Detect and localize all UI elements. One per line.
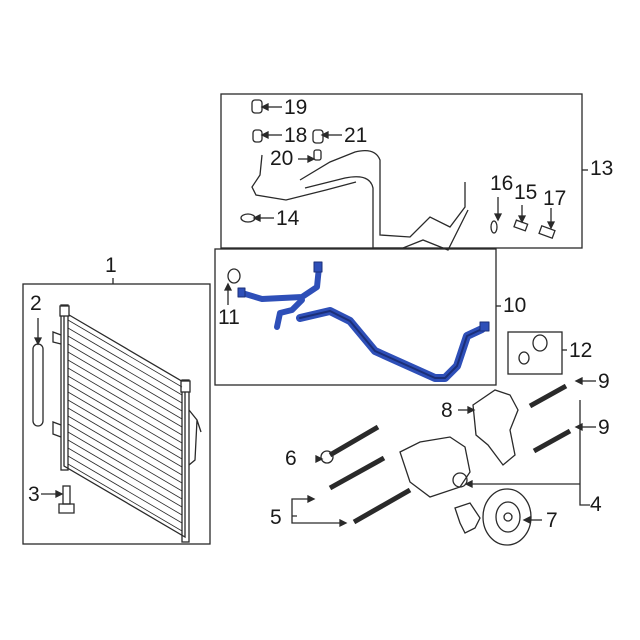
callout-2: 2 xyxy=(30,292,42,315)
o-ring-16 xyxy=(490,220,498,234)
callout-9-lower: 9 xyxy=(598,416,610,439)
bolt-9-upper xyxy=(528,383,568,409)
callout-9-upper: 9 xyxy=(598,370,610,393)
callout-13: 13 xyxy=(590,157,614,180)
callout-14: 14 xyxy=(276,207,300,230)
callout-12: 12 xyxy=(569,339,593,362)
cap-21 xyxy=(312,129,324,144)
callout-5: 5 xyxy=(270,506,282,529)
callout-4: 4 xyxy=(590,493,602,516)
cap-19 xyxy=(251,99,263,114)
o-ring-11 xyxy=(227,268,241,284)
switch-15 xyxy=(513,219,529,232)
ac-hose-assembly-10 xyxy=(237,261,490,382)
callout-11: 11 xyxy=(218,306,240,329)
callout-21: 21 xyxy=(344,124,368,147)
compressor-bracket-8 xyxy=(472,389,519,466)
group-box-12 xyxy=(507,331,563,375)
valve-core-20 xyxy=(313,149,322,161)
bolt-3 xyxy=(62,485,71,505)
bolt-5-upper xyxy=(328,455,386,491)
clutch-bracket xyxy=(454,502,481,534)
callout-6: 6 xyxy=(285,447,297,470)
condenser-core xyxy=(52,304,202,543)
group-box-1 xyxy=(22,283,211,545)
bolt-6 xyxy=(328,424,380,458)
clutch-pulley-7 xyxy=(482,488,532,546)
o-ring-12-large xyxy=(532,334,548,352)
group-box-10 xyxy=(214,248,497,386)
callout-18: 18 xyxy=(284,124,308,147)
callout-7: 7 xyxy=(546,509,558,532)
callout-1: 1 xyxy=(105,254,117,277)
o-ring-12-small xyxy=(518,351,530,365)
bolt-5-lower xyxy=(352,487,412,525)
callout-20: 20 xyxy=(270,147,294,170)
callout-3: 3 xyxy=(28,483,40,506)
bolt-9-lower xyxy=(532,428,572,454)
cap-18 xyxy=(252,129,263,143)
callout-15: 15 xyxy=(514,181,538,204)
receiver-drier xyxy=(32,343,44,427)
callout-8: 8 xyxy=(441,399,453,422)
callout-19: 19 xyxy=(284,96,308,119)
ac-compressor xyxy=(399,436,471,498)
callout-17: 17 xyxy=(543,187,567,210)
callout-10: 10 xyxy=(503,294,527,317)
sensor-17 xyxy=(538,225,556,239)
callout-16: 16 xyxy=(490,172,514,195)
